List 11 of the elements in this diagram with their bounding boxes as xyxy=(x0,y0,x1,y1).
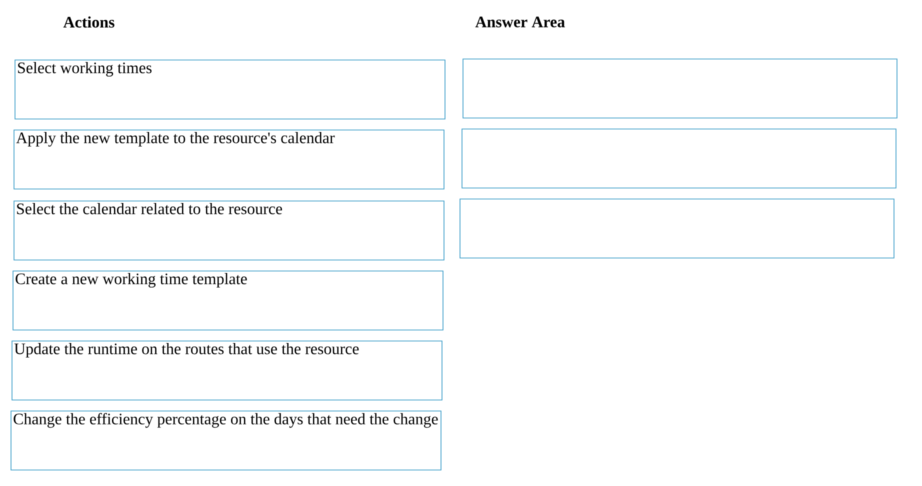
answer-box xyxy=(462,128,896,188)
action-box: Apply the new template to the resource's calendar xyxy=(14,130,444,190)
column-heading: Answer Area xyxy=(475,16,565,28)
action-box: Create a new working time template xyxy=(12,270,444,330)
column-heading: Actions xyxy=(63,16,114,28)
action-box: Change the efficiency percentage on the days that need the change xyxy=(10,410,442,470)
action-box: Update the runtime on the routes that use the resource xyxy=(12,340,442,400)
action-box: Select the calendar related to the resource xyxy=(14,200,444,260)
answer-box xyxy=(462,58,898,118)
answer-box xyxy=(460,198,894,258)
action-box: Select working times xyxy=(14,60,446,120)
